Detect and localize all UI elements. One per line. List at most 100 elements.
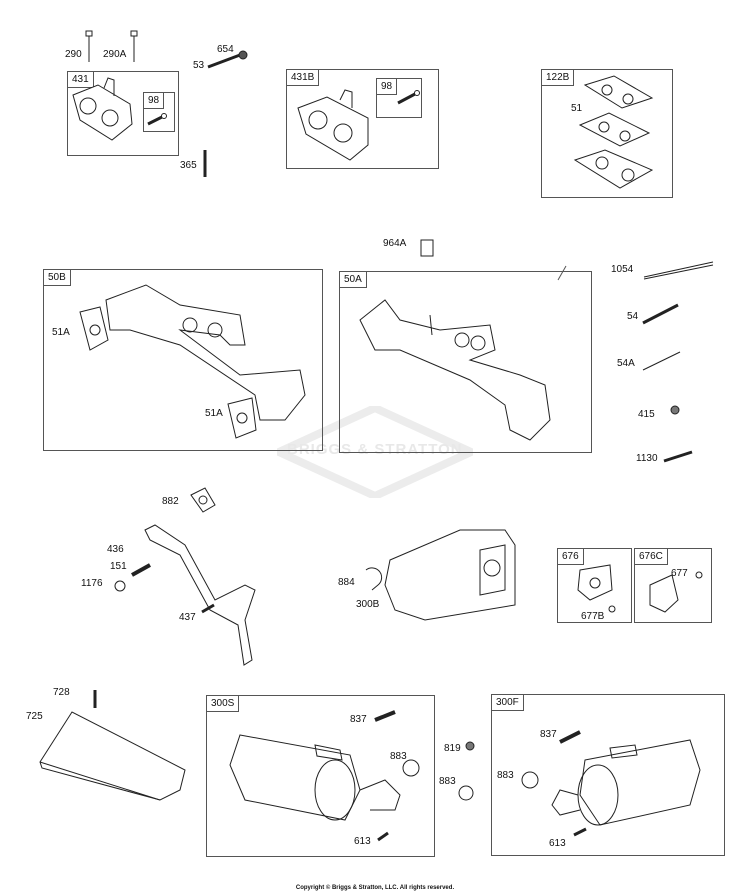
screw-98b-icon — [397, 90, 420, 105]
fitting-151-icon — [131, 563, 151, 577]
manifold-50B-icon — [105, 284, 306, 421]
muffler-300F-icon — [551, 739, 701, 826]
label-300B: 300B — [356, 599, 380, 610]
screw-437-icon — [201, 603, 215, 614]
gasket-51-icon — [573, 75, 654, 189]
label-613b: 613 — [549, 838, 566, 849]
box-label-122B: 122B — [542, 70, 575, 86]
clamp-884-icon — [365, 567, 383, 591]
box-label-50B: 50B — [44, 270, 71, 286]
muffler-300B-icon — [384, 529, 516, 621]
label-884: 884 — [338, 577, 355, 588]
label-883b: 883 — [439, 776, 456, 787]
label-837a: 837 — [350, 714, 367, 725]
label-415: 415 — [638, 409, 655, 420]
box-431B: 431B 98 — [286, 69, 439, 169]
gasket-883a-icon — [402, 759, 420, 777]
stud-1130-icon — [663, 450, 693, 463]
gasket-51A-b-icon — [227, 397, 257, 439]
bracket-837a-icon — [374, 710, 396, 722]
label-1054: 1054 — [611, 264, 634, 275]
screw-613b-icon — [573, 827, 587, 837]
box-50B: 50B — [43, 269, 323, 451]
label-51: 51 — [571, 103, 583, 114]
box-676: 676 — [557, 548, 632, 623]
bracket-837b-icon — [559, 730, 581, 744]
screw-677-icon — [695, 571, 703, 579]
box-431: 431 98 — [67, 71, 179, 156]
box-label-98b: 98 — [377, 79, 398, 95]
bushing-964A-icon — [420, 239, 434, 257]
nut-415-icon — [670, 405, 680, 415]
nut-654-icon — [238, 50, 248, 60]
gasket-883c-icon — [521, 771, 539, 789]
label-151: 151 — [110, 561, 127, 572]
label-53: 53 — [193, 60, 205, 71]
subbox-98b: 98 — [376, 78, 422, 118]
box-300F: 300F — [491, 694, 725, 856]
label-725: 725 — [26, 711, 43, 722]
nut-1176-icon — [114, 580, 126, 592]
label-613a: 613 — [354, 836, 371, 847]
bolt-290-icon — [85, 30, 93, 62]
label-437: 437 — [179, 612, 196, 623]
label-819: 819 — [444, 743, 461, 754]
label-728: 728 — [53, 687, 70, 698]
label-51A-1: 51A — [52, 327, 70, 338]
label-883c: 883 — [497, 770, 514, 781]
subbox-98: 98 — [143, 92, 175, 132]
cable-tie-1054-icon — [643, 261, 714, 280]
label-882: 882 — [162, 496, 179, 507]
label-964A: 964A — [383, 238, 407, 249]
label-654: 654 — [217, 44, 234, 55]
guard-676C-icon — [649, 574, 679, 613]
label-290: 290 — [65, 49, 82, 60]
gasket-882-icon — [190, 487, 216, 513]
screw-677B-icon — [608, 605, 616, 613]
muffler-300S-icon — [229, 734, 401, 821]
box-300S: 300S — [206, 695, 435, 857]
heat-shield-725-icon — [39, 711, 186, 801]
bolt-54A-icon — [642, 351, 681, 371]
label-883a: 883 — [390, 751, 407, 762]
screw-613a-icon — [377, 831, 389, 842]
gasket-51A-icon — [79, 306, 109, 351]
stud-53-icon — [207, 53, 241, 69]
copyright: Copyright © Briggs & Stratton, LLC. All … — [295, 885, 455, 891]
box-label-431: 431 — [68, 72, 94, 88]
label-436: 436 — [107, 544, 124, 555]
bolt-54-icon — [642, 303, 679, 325]
guard-676-icon — [577, 564, 613, 601]
watermark-logo — [277, 406, 473, 498]
watermark-text: BRIGGS & STRATTON — [287, 441, 463, 458]
adapter-431B-icon — [297, 89, 369, 161]
box-label-98: 98 — [144, 93, 165, 109]
adapter-431-icon — [72, 77, 133, 141]
label-365: 365 — [180, 160, 197, 171]
label-837b: 837 — [540, 729, 557, 740]
screw-819-icon — [465, 741, 475, 751]
label-1176: 1176 — [81, 578, 103, 589]
box-50A: 50A — [339, 271, 592, 453]
box-label-300F: 300F — [492, 695, 524, 711]
box-676C: 676C — [634, 548, 712, 623]
label-54A: 54A — [617, 358, 635, 369]
box-label-676C: 676C — [635, 549, 668, 565]
label-54: 54 — [627, 311, 639, 322]
bolt-290A-icon — [130, 30, 138, 62]
label-51A-2: 51A — [205, 408, 223, 419]
pipe-436-icon — [144, 524, 256, 666]
box-label-431B: 431B — [287, 70, 320, 86]
box-label-50A: 50A — [340, 272, 367, 288]
label-677B: 677B — [581, 611, 605, 622]
label-290A: 290A — [103, 49, 127, 60]
box-label-676: 676 — [558, 549, 584, 565]
label-677: 677 — [671, 568, 688, 579]
screw-98-icon — [147, 113, 167, 126]
box-label-300S: 300S — [207, 696, 240, 712]
box-122B: 122B — [541, 69, 673, 198]
label-1130: 1130 — [636, 453, 658, 464]
gasket-883b-icon — [458, 785, 474, 801]
manifold-50A-icon — [359, 299, 551, 441]
